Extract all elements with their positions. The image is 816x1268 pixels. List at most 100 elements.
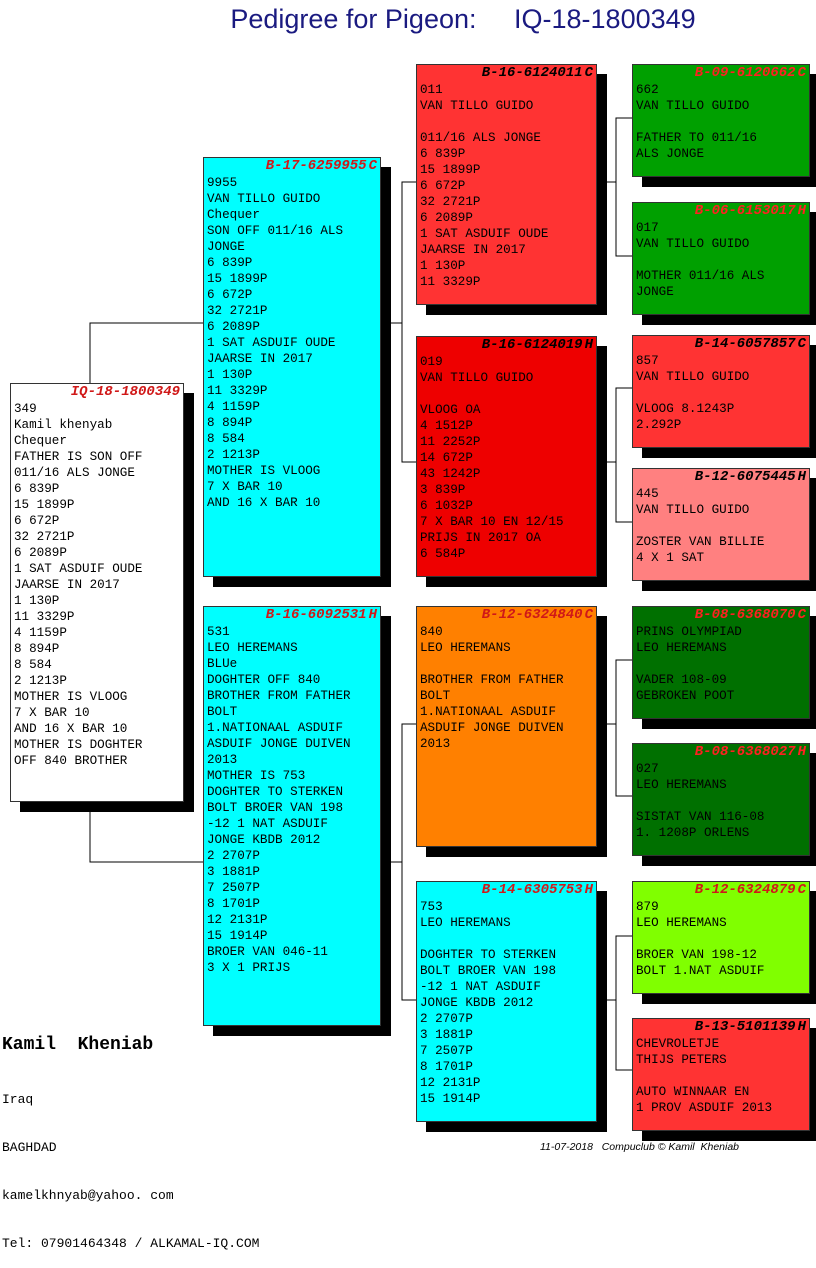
breeder-city: BAGHDAD — [2, 1140, 57, 1155]
detail-line: DOGHTER OFF 840 — [207, 673, 321, 687]
detail-line: GEBROKEN POOT — [636, 689, 735, 703]
ring-number: B-08-6368027 — [693, 744, 797, 760]
detail-line: BROER VAN 046-11 — [207, 945, 328, 959]
detail-line: OFF 840 BROTHER — [14, 754, 128, 768]
detail-line: JONGE KBDB 2012 — [420, 996, 534, 1010]
ring-number: B-06-6153017 — [693, 203, 797, 219]
detail-line: 349 — [14, 402, 37, 416]
detail-line: LEO HEREMANS — [636, 778, 727, 792]
detail-line: 8 1701P — [207, 897, 260, 911]
detail-line: VAN TILLO GUIDO — [636, 237, 750, 251]
detail-line: 1 130P — [420, 259, 466, 273]
detail-line: 2 1213P — [14, 674, 67, 688]
sex-code: C — [584, 607, 593, 623]
detail-line: 3 1881P — [420, 1028, 473, 1042]
detail-line: 6 672P — [14, 514, 60, 528]
detail-line: 1 PROV ASDUIF 2013 — [636, 1101, 773, 1115]
sex-code: H — [797, 469, 806, 485]
ring-number: B-14-6057857 — [693, 336, 797, 352]
detail-line: AND 16 X BAR 10 — [14, 722, 128, 736]
detail-line: 857 — [636, 354, 659, 368]
detail-line: BOLT — [420, 689, 451, 703]
ring-number: B-16-6092531 — [264, 607, 368, 623]
detail-line: DOGHTER TO STERKEN — [420, 948, 557, 962]
detail-line — [420, 931, 596, 947]
ring-number: B-17-6259955 — [264, 158, 368, 174]
detail-line: 15 1899P — [420, 163, 481, 177]
detail-line: 32 2721P — [14, 530, 75, 544]
ring-number: B-14-6305753 — [480, 882, 584, 898]
detail-line: 11 3329P — [207, 384, 268, 398]
detail-line: MOTHER IS 753 — [207, 769, 306, 783]
detail-line: 14 672P — [420, 451, 473, 465]
detail-line: 011/16 ALS JONGE — [420, 131, 541, 145]
detail-line: BLUe — [207, 657, 238, 671]
detail-line: PRIJS IN 2017 OA — [420, 531, 541, 545]
sex-code: H — [797, 1019, 806, 1035]
detail-line: 1 SAT ASDUIF OUDE — [420, 227, 549, 241]
detail-line: 2013 — [420, 737, 451, 751]
detail-line: 43 1242P — [420, 467, 481, 481]
detail-line: 1 SAT ASDUIF OUDE — [207, 336, 336, 350]
detail-line: 2 2707P — [207, 849, 260, 863]
detail-line: LEO HEREMANS — [636, 641, 727, 655]
detail-line: 1 SAT ASDUIF OUDE — [14, 562, 143, 576]
detail-line: 7 X BAR 10 — [207, 480, 283, 494]
detail-line: 7 X BAR 10 — [14, 706, 90, 720]
ring-number: B-08-6368070 — [693, 607, 797, 623]
detail-line: 7 2507P — [420, 1044, 473, 1058]
detail-line: VAN TILLO GUIDO — [420, 99, 534, 113]
sex-code: C — [797, 65, 806, 81]
detail-line: 017 — [636, 221, 659, 235]
detail-line: 3 X 1 PRIJS — [207, 961, 291, 975]
detail-line: 3 1881P — [207, 865, 260, 879]
detail-line: 753 — [420, 900, 443, 914]
detail-line: JONGE — [207, 240, 245, 254]
detail-line: 019 — [420, 355, 443, 369]
detail-line: PRINS OLYMPIAD — [636, 625, 742, 639]
detail-line — [636, 252, 809, 268]
detail-line: 1.NATIONAAL ASDUIF — [207, 721, 344, 735]
detail-line: 32 2721P — [207, 304, 268, 318]
detail-line: LEO HEREMANS — [420, 916, 511, 930]
detail-line: Chequer — [207, 208, 260, 222]
sex-code: H — [797, 203, 806, 219]
detail-line: 2.292P — [636, 418, 682, 432]
detail-line: BOLT BROER VAN 198 — [420, 964, 557, 978]
detail-line: VAN TILLO GUIDO — [636, 370, 750, 384]
detail-line: 2013 — [207, 753, 238, 767]
breeder-phone: Tel: 07901464348 / ALKAMAL-IQ.COM — [2, 1236, 260, 1251]
detail-line: 4 1512P — [420, 419, 473, 433]
detail-line: 840 — [420, 625, 443, 639]
detail-line: 9955 — [207, 176, 238, 190]
detail-line: 531 — [207, 625, 230, 639]
detail-line: JAARSE IN 2017 — [14, 578, 120, 592]
